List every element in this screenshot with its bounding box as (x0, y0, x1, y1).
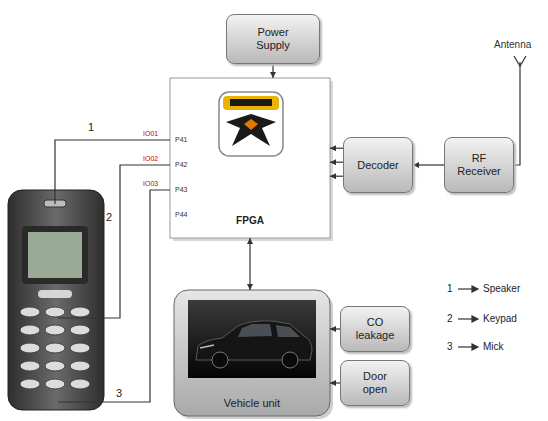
fpga-panel (170, 78, 330, 238)
wire-number: 1 (88, 122, 94, 133)
vehicle-panel (174, 290, 330, 416)
connector (330, 148, 343, 149)
antenna-label: Antenna (494, 40, 531, 50)
node-label: Vehicle unit (224, 397, 280, 410)
fpga-box: FPGA (170, 78, 330, 238)
sensor-box: Door open (340, 360, 410, 406)
legend-text: Keypad (483, 314, 517, 324)
keypad-wire (58, 165, 170, 318)
receiver-box: RF Receiver (444, 137, 514, 193)
mobile-phone (8, 190, 104, 410)
speaker-wire (55, 140, 170, 204)
connector (330, 176, 343, 177)
node-label: RF Receiver (454, 152, 504, 177)
io-label: IO02 (143, 155, 158, 162)
connector (330, 162, 343, 163)
legend-number: 3 (447, 342, 453, 352)
io-label: IO03 (143, 180, 158, 187)
decoder-box: Decoder (343, 137, 413, 193)
connector (330, 382, 340, 383)
power-box: Power Supply (226, 14, 320, 64)
legend-text: Mick (483, 342, 504, 352)
connector (272, 64, 273, 78)
vehicle-box: Vehicle unit (174, 290, 330, 416)
wire-number: 3 (116, 388, 122, 399)
legend-number: 2 (447, 314, 453, 324)
node-label: FPGA (236, 215, 264, 227)
fpga-logo (219, 92, 283, 156)
legend-number: 1 (447, 284, 453, 294)
wire-number: 2 (106, 212, 112, 223)
node-label: Door open (350, 370, 400, 395)
connector (330, 328, 340, 329)
connector (249, 238, 250, 290)
antenna-symbol (514, 56, 526, 165)
pin-label: P44 (175, 211, 187, 218)
wires (55, 140, 170, 402)
legend-text: Speaker (483, 284, 520, 294)
node-label: CO leakage (350, 316, 400, 341)
car-picture (188, 300, 316, 378)
node-label: Power Supply (247, 26, 299, 51)
pin-label: P42 (175, 161, 187, 168)
mic-wire (58, 190, 170, 402)
sensor-box: CO leakage (340, 306, 410, 352)
io-label: IO01 (143, 130, 158, 137)
node-label: Decoder (357, 159, 399, 172)
pin-label: P41 (175, 136, 187, 143)
legend-arrows (458, 286, 478, 350)
connector (413, 164, 444, 165)
pin-label: P43 (175, 186, 187, 193)
